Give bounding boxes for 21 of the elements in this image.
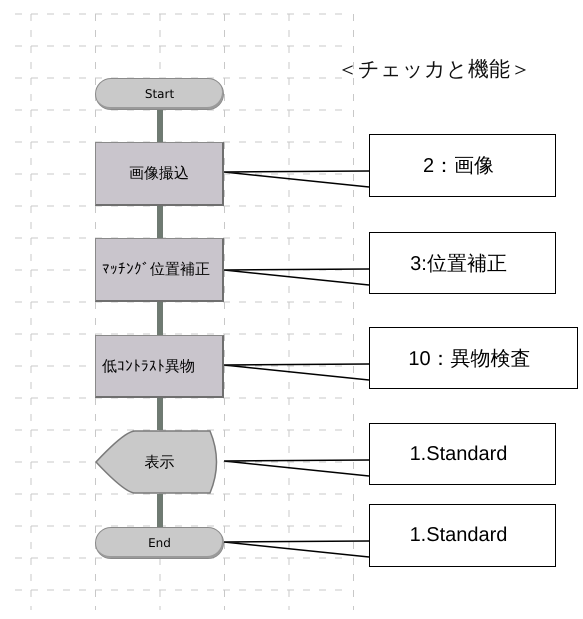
flow-line xyxy=(157,494,163,527)
title: ＜チェッカと機能＞ xyxy=(337,56,531,83)
callout-box: 3:位置補正 xyxy=(369,232,556,294)
flow-line xyxy=(157,206,163,238)
flow-line xyxy=(157,398,163,430)
callout-pointer xyxy=(223,459,370,477)
callout-box: 1.Standard xyxy=(369,423,556,485)
process-box: ﾏｯﾁﾝｸﾞ位置補正 xyxy=(95,238,224,302)
callout-box: 2：画像 xyxy=(369,134,556,197)
process-box: 低ｺﾝﾄﾗｽﾄ異物 xyxy=(95,335,224,398)
process-box: 画像撮込 xyxy=(95,142,224,206)
flow-line xyxy=(157,110,163,142)
terminal-box: End xyxy=(95,527,224,559)
callout-pointer xyxy=(223,363,370,381)
callout-pointer xyxy=(223,268,370,286)
terminal-box: Start xyxy=(95,78,224,110)
callout-box: 1.Standard xyxy=(369,504,556,567)
callout-box: 10：異物検査 xyxy=(369,327,578,389)
callout-pointer xyxy=(223,170,370,188)
flow-line xyxy=(157,302,163,335)
callout-pointer xyxy=(223,540,370,558)
